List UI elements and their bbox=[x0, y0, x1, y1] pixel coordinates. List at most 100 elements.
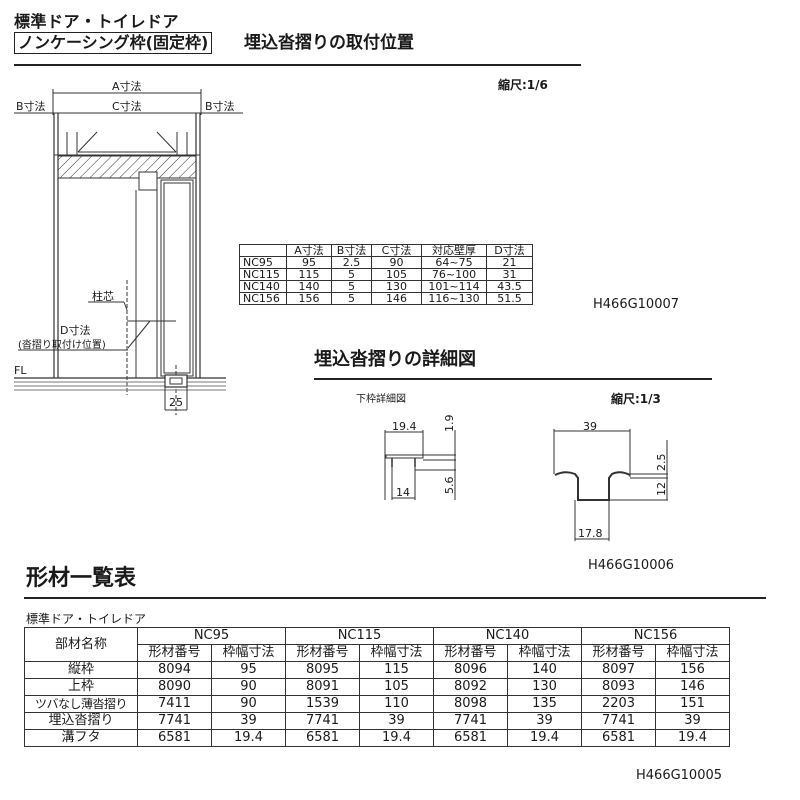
cell: 7741 bbox=[137, 712, 212, 730]
parts-divider bbox=[24, 597, 766, 599]
c-dim-label: C寸法 bbox=[112, 100, 142, 113]
page-title: 埋込沓摺りの取付位置 bbox=[244, 33, 414, 53]
part-name: 埋込沓摺り bbox=[24, 712, 138, 730]
cell: 8093 bbox=[581, 678, 656, 696]
group-header-nc115: NC115 bbox=[285, 627, 434, 645]
parts-table: 部材名称 NC95 NC115 NC140 NC156 形材番号 枠幅寸法 形材… bbox=[24, 627, 730, 747]
cell: 39 bbox=[507, 712, 582, 730]
a-dim-label: A寸法 bbox=[112, 80, 142, 93]
part-name: 上枠 bbox=[24, 678, 138, 696]
parts-subtitle: 標準ドア・トイレドア bbox=[26, 612, 147, 626]
scale-label-install: 縮尺:1/6 bbox=[498, 78, 548, 92]
left-height-top: 1.9 bbox=[443, 414, 456, 433]
cell: 39 bbox=[359, 712, 434, 730]
d-dim-note: (沓摺り取付け位置) bbox=[18, 340, 106, 351]
cell: 90 bbox=[211, 695, 286, 713]
sub-header-cell: 形材番号 bbox=[433, 644, 508, 662]
sub-header-cell: 枠幅寸法 bbox=[655, 644, 730, 662]
cell: 151 bbox=[655, 695, 730, 713]
table-row: 上枠 8090 90 8091 105 8092 130 8093 146 bbox=[24, 678, 730, 696]
spec-cell: 146 bbox=[371, 292, 422, 305]
spec-table-header: A寸法 B寸法 C寸法 対応壁厚 D寸法 bbox=[239, 244, 533, 257]
part-name: 縦枠 bbox=[24, 661, 138, 679]
spec-cell: 51.5 bbox=[486, 292, 533, 305]
table-row: 溝フタ 6581 19.4 6581 19.4 6581 19.4 6581 1… bbox=[24, 729, 730, 747]
detail-divider bbox=[314, 378, 712, 380]
cell: 115 bbox=[359, 661, 434, 679]
cell: 90 bbox=[211, 678, 286, 696]
cell: 135 bbox=[507, 695, 582, 713]
header-divider bbox=[14, 64, 581, 66]
group-header-nc95: NC95 bbox=[137, 627, 286, 645]
detail-subtitle: 下枠詳細図 bbox=[356, 394, 406, 405]
b-dim-left-label: B寸法 bbox=[16, 100, 46, 113]
cell: 19.4 bbox=[359, 729, 434, 747]
drawing-code-install: H466G10007 bbox=[593, 297, 680, 312]
group-header-nc140: NC140 bbox=[433, 627, 582, 645]
cell: 8091 bbox=[285, 678, 360, 696]
fl-label: FL bbox=[14, 364, 27, 377]
right-width-bottom: 17.8 bbox=[578, 527, 603, 540]
cell: 6581 bbox=[581, 729, 656, 747]
sub-header-cell: 形材番号 bbox=[285, 644, 360, 662]
cell: 95 bbox=[211, 661, 286, 679]
cell: 156 bbox=[655, 661, 730, 679]
cell: 140 bbox=[507, 661, 582, 679]
cell: 19.4 bbox=[655, 729, 730, 747]
table-row: ツバなし薄沓摺り 7411 90 1539 110 8098 135 2203 … bbox=[24, 695, 730, 713]
drawing-code-detail: H466G10006 bbox=[588, 558, 675, 573]
detail-section-title: 埋込沓摺りの詳細図 bbox=[314, 349, 476, 370]
cell: 8094 bbox=[137, 661, 212, 679]
cell: 6581 bbox=[137, 729, 212, 747]
cell: 105 bbox=[359, 678, 434, 696]
part-name: 溝フタ bbox=[24, 729, 138, 747]
table-row: NC95 95 2.5 90 64~75 21 bbox=[239, 256, 533, 269]
table-row: NC156 156 5 146 116~130 51.5 bbox=[239, 292, 533, 305]
scale-label-detail: 縮尺:1/3 bbox=[611, 392, 661, 406]
cell: 19.4 bbox=[211, 729, 286, 747]
sub-header-cell: 形材番号 bbox=[581, 644, 656, 662]
cell: 8090 bbox=[137, 678, 212, 696]
cell: 146 bbox=[655, 678, 730, 696]
part-name: ツバなし薄沓摺り bbox=[24, 695, 138, 713]
table-row: NC140 140 5 130 101~114 43.5 bbox=[239, 280, 533, 293]
left-height-bottom: 5.6 bbox=[443, 476, 456, 495]
d-dim-label: D寸法 bbox=[60, 324, 91, 337]
left-width-top: 19.4 bbox=[392, 420, 417, 433]
sub-header-cell: 枠幅寸法 bbox=[359, 644, 434, 662]
cell: 39 bbox=[211, 712, 286, 730]
spec-cell: 116~130 bbox=[421, 292, 487, 305]
cell: 7741 bbox=[433, 712, 508, 730]
right-height-top: 2.5 bbox=[655, 453, 668, 472]
width-25-label: 25 bbox=[169, 396, 183, 409]
sub-header-cell: 形材番号 bbox=[137, 644, 212, 662]
drawing-code-parts: H466G10005 bbox=[636, 768, 723, 783]
cell: 8092 bbox=[433, 678, 508, 696]
cell: 130 bbox=[507, 678, 582, 696]
sub-header-cell: 枠幅寸法 bbox=[507, 644, 582, 662]
cell: 8096 bbox=[433, 661, 508, 679]
group-header-nc156: NC156 bbox=[581, 627, 730, 645]
name-header: 部材名称 bbox=[24, 627, 138, 662]
cell: 39 bbox=[655, 712, 730, 730]
cell: 7411 bbox=[137, 695, 212, 713]
cell: 110 bbox=[359, 695, 434, 713]
spec-table: A寸法 B寸法 C寸法 対応壁厚 D寸法 NC95 95 2.5 90 64~7… bbox=[239, 244, 533, 305]
right-height-bottom: 12 bbox=[655, 482, 668, 496]
title-boxed-label: ノンケーシング枠(固定枠) bbox=[14, 32, 213, 54]
cell: 6581 bbox=[433, 729, 508, 747]
title-line1: 標準ドア・トイレドア bbox=[14, 12, 180, 31]
cell: 7741 bbox=[285, 712, 360, 730]
cell: 19.4 bbox=[507, 729, 582, 747]
cell: 8095 bbox=[285, 661, 360, 679]
parts-group-header: 部材名称 NC95 NC115 NC140 NC156 bbox=[24, 627, 730, 662]
right-width-top: 39 bbox=[583, 420, 597, 433]
cell: 8097 bbox=[581, 661, 656, 679]
sub-header-cell: 枠幅寸法 bbox=[211, 644, 286, 662]
cell: 6581 bbox=[285, 729, 360, 747]
cell: 7741 bbox=[581, 712, 656, 730]
column-center-label: 柱芯 bbox=[92, 290, 114, 303]
table-row: 埋込沓摺り 7741 39 7741 39 7741 39 7741 39 bbox=[24, 712, 730, 730]
